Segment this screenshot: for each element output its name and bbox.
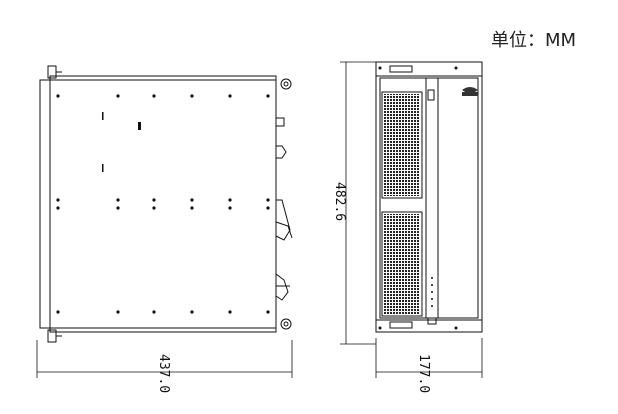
latch-1	[276, 117, 285, 127]
latch-3	[275, 199, 291, 241]
bottom-slot	[389, 321, 413, 329]
top-slot	[389, 65, 413, 73]
height-dimension: 482.6	[332, 182, 347, 221]
foot-bottom-right	[280, 318, 292, 330]
front-view	[375, 61, 483, 333]
latch-4	[275, 273, 289, 301]
latch-2	[276, 145, 287, 159]
unit-label: 单位：MM	[491, 30, 577, 51]
chassis-body-outline	[49, 75, 277, 333]
depth-dimension: 177.0	[416, 354, 431, 393]
vent-mesh-upper	[384, 94, 420, 196]
width-dimension: 437.0	[156, 354, 171, 393]
front-panel-outline	[375, 61, 483, 333]
top-view	[39, 65, 293, 343]
front-panel-logo	[462, 87, 478, 96]
top-view-screws	[56, 66, 458, 330]
power-switch	[427, 89, 435, 101]
vent-grille-lower	[381, 211, 423, 317]
rack-ear-left	[39, 79, 51, 329]
foot-top-right	[280, 78, 292, 90]
vent-grille-upper	[381, 91, 423, 199]
vent-mesh-lower	[384, 214, 420, 314]
dimension-lines	[36, 61, 483, 378]
